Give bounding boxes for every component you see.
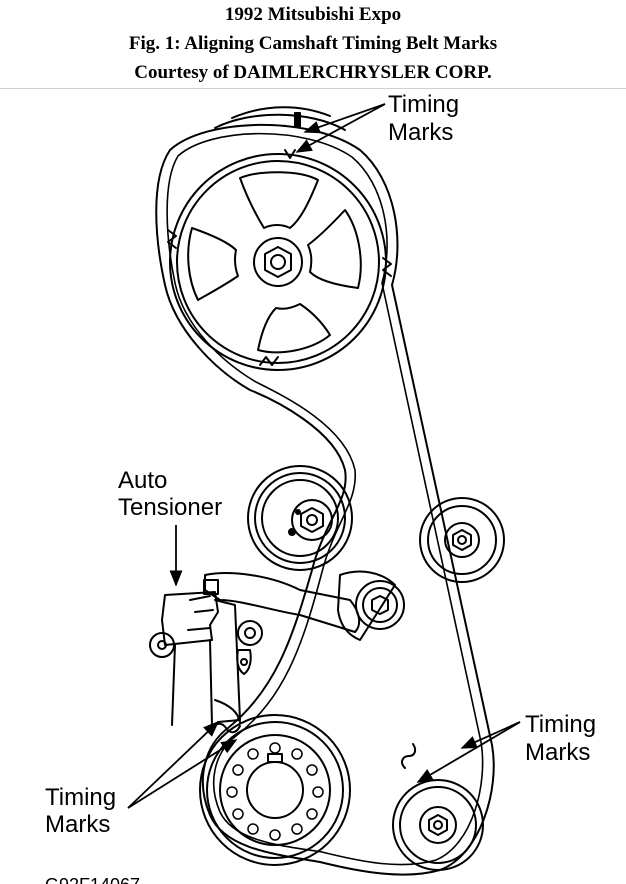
- header-courtesy: Courtesy of DAIMLERCHRYSLER CORP.: [134, 62, 492, 83]
- left-timing-label-line2: Marks: [45, 811, 110, 838]
- auto-tensioner: [149, 579, 263, 726]
- tensioner-assembly: [204, 570, 405, 641]
- right-idler-pulley: [419, 497, 505, 583]
- right-timing-label-line1: Timing: [525, 711, 596, 738]
- top-timing-arrow-2: [295, 103, 386, 153]
- left-timing-arrow-1: [127, 720, 220, 809]
- right-timing-arrow-1: [416, 721, 521, 783]
- top-timing-label-line1: Timing: [388, 91, 459, 118]
- figure-code: G92F14067: [45, 875, 140, 884]
- right-timing-mark: [401, 743, 417, 769]
- left-timing-arrow-2: [127, 739, 238, 809]
- right-timing-arrow-2: [460, 721, 521, 749]
- auto-tensioner-label-line1: Auto: [118, 467, 167, 494]
- crankshaft-sprocket: [199, 714, 351, 866]
- header-title: 1992 Mitsubishi Expo: [224, 4, 402, 25]
- auto-tensioner-label-line2: Tensioner: [118, 494, 222, 521]
- leader-arrows: [127, 103, 521, 809]
- lower-right-pulley: [392, 779, 484, 871]
- header-divider: [0, 88, 626, 89]
- top-timing-label-line2: Marks: [388, 119, 453, 146]
- right-timing-label-line2: Marks: [525, 739, 590, 766]
- top-timing-arrow-1: [303, 103, 386, 134]
- header-caption: Fig. 1: Aligning Camshaft Timing Belt Ma…: [128, 33, 498, 54]
- camshaft-sprocket: [167, 149, 392, 371]
- cam-timing-mark: [214, 106, 346, 131]
- idler-pulley: [247, 465, 353, 571]
- figure-header: 1992 Mitsubishi Expo Fig. 1: Aligning Ca…: [0, 0, 626, 90]
- timing-belt: [155, 123, 495, 876]
- left-timing-label-line1: Timing: [45, 784, 116, 811]
